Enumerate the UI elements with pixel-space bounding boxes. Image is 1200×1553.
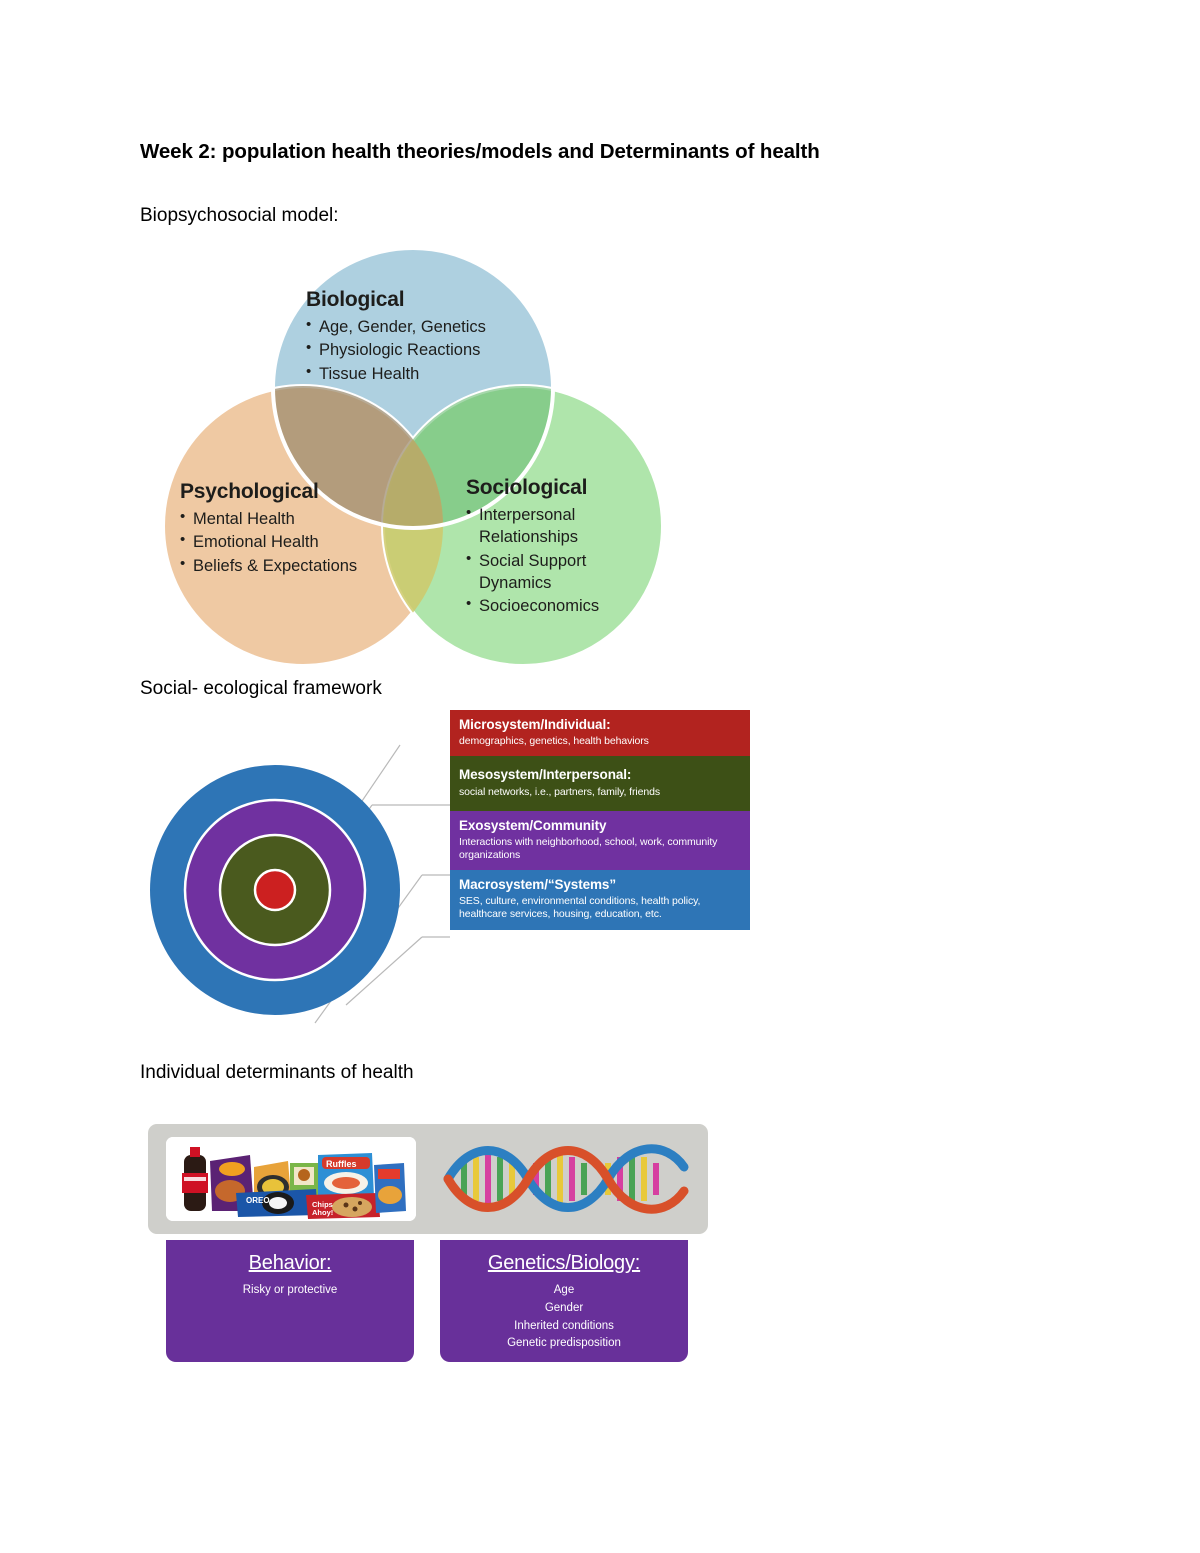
venn-label-sociological: Sociological Interpersonal Relationships… xyxy=(466,476,641,618)
svg-text:Ahoy!: Ahoy! xyxy=(312,1208,333,1217)
card-title-behavior: Behavior: xyxy=(248,1252,332,1274)
svg-text:OREO: OREO xyxy=(246,1196,270,1205)
card-lines-behavior: Risky or protective xyxy=(166,1282,414,1300)
legend-box-macrosystem[interactable]: Macrosystem/“Systems” SES, culture, envi… xyxy=(450,870,750,930)
legend-title-macrosystem: Macrosystem/“Systems” xyxy=(459,877,616,893)
legend-title-mesosystem: Mesosystem/Interpersonal: xyxy=(459,767,632,783)
card-line: Gender xyxy=(544,1301,584,1314)
card-lines-genetics: Age Gender Inherited conditions Genetic … xyxy=(440,1282,688,1353)
ring-microsystem xyxy=(253,868,297,912)
list-item: Mental Health xyxy=(180,507,370,530)
list-item: Tissue Health xyxy=(306,362,536,385)
legend-box-microsystem[interactable]: Microsystem/Individual: demographics, ge… xyxy=(450,710,750,757)
legend-title-microsystem: Microsystem/Individual: xyxy=(459,717,611,732)
list-item: Emotional Health xyxy=(180,530,370,553)
section-label-biopsychosocial: Biopsychosocial model: xyxy=(140,205,339,226)
snack-foods-photo: Ruffles OREO Chips Ahoy! xyxy=(166,1137,416,1221)
card-title-genetics: Genetics/Biology: xyxy=(487,1252,641,1274)
snack-foods-illustration: Ruffles OREO Chips Ahoy! xyxy=(166,1137,416,1221)
sef-concentric-rings xyxy=(150,765,400,1015)
list-item: Physiologic Reactions xyxy=(306,338,536,361)
legend-box-exosystem[interactable]: Exosystem/Community Interactions with ne… xyxy=(450,810,750,871)
legend-desc-macrosystem: SES, culture, environmental conditions, … xyxy=(459,895,701,921)
card-line: Genetic predisposition xyxy=(507,1337,621,1350)
section-label-individual-determinants: Individual determinants of health xyxy=(140,1062,414,1083)
svg-text:Chips: Chips xyxy=(312,1200,333,1209)
list-item: Beliefs & Expectations xyxy=(180,554,370,577)
legend-desc-exosystem: Interactions with neighborhood, school, … xyxy=(459,835,718,861)
sef-legend: Microsystem/Individual: demographics, ge… xyxy=(450,710,750,930)
card-line: Age xyxy=(553,1284,575,1296)
list-item: Interpersonal Relationships xyxy=(466,503,641,549)
venn-heading-biological: Biological xyxy=(306,288,405,311)
venn-list-sociological: Interpersonal Relationships Social Suppo… xyxy=(466,503,641,617)
venn-heading-sociological: Sociological xyxy=(466,476,588,499)
list-item: Age, Gender, Genetics xyxy=(306,315,536,338)
list-item: Social Support Dynamics xyxy=(466,549,641,595)
svg-text:Ruffles: Ruffles xyxy=(326,1159,357,1169)
legend-title-exosystem: Exosystem/Community xyxy=(459,817,607,833)
determinant-card-behavior[interactable]: Behavior: Risky or protective xyxy=(166,1240,414,1362)
venn-list-biological: Age, Gender, Genetics Physiologic Reacti… xyxy=(306,315,536,385)
card-line: Inherited conditions xyxy=(514,1319,614,1332)
dna-helix-photo xyxy=(440,1137,692,1221)
legend-box-mesosystem[interactable]: Mesosystem/Interpersonal: social network… xyxy=(450,756,750,811)
card-line: Risky or protective xyxy=(242,1284,338,1296)
list-item: Socioeconomics xyxy=(466,594,641,617)
venn-label-biological: Biological Age, Gender, Genetics Physiol… xyxy=(306,288,536,386)
venn-list-psychological: Mental Health Emotional Health Beliefs &… xyxy=(180,507,370,577)
biopsychosocial-venn-diagram: Biological Age, Gender, Genetics Physiol… xyxy=(148,248,678,668)
venn-label-psychological: Psychological Mental Health Emotional He… xyxy=(180,480,370,578)
individual-determinants-diagram: Ruffles OREO Chips Ahoy! xyxy=(148,1124,708,1374)
determinant-card-genetics[interactable]: Genetics/Biology: Age Gender Inherited c… xyxy=(440,1240,688,1362)
page-title: Week 2: population health theories/model… xyxy=(140,140,820,163)
venn-heading-psychological: Psychological xyxy=(180,480,319,503)
legend-desc-microsystem: demographics, genetics, health behaviors xyxy=(459,735,649,748)
legend-desc-mesosystem: social networks, i.e., partners, family,… xyxy=(459,785,660,798)
dna-helix-illustration xyxy=(443,1144,689,1214)
section-label-social-ecological: Social- ecological framework xyxy=(140,678,382,699)
social-ecological-framework-diagram: Microsystem/Individual: demographics, ge… xyxy=(150,705,760,1060)
